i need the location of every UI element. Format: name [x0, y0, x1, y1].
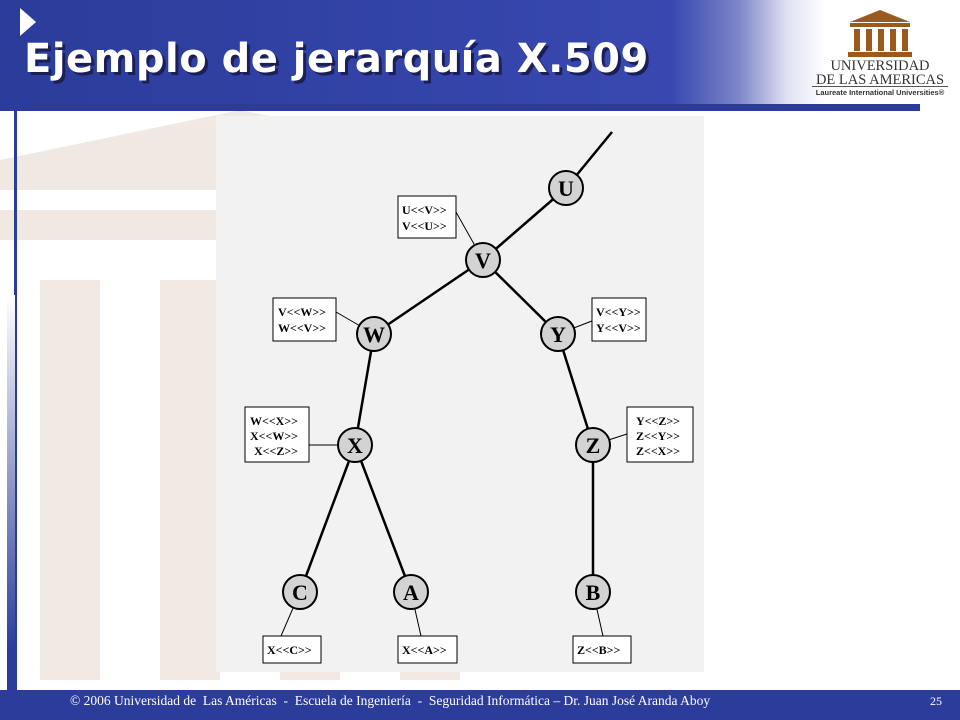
- edge-v-w: [373, 258, 484, 336]
- node-label: V: [475, 248, 491, 273]
- node-v: V: [465, 242, 501, 278]
- node-a: A: [393, 574, 429, 610]
- university-logo: UNIVERSIDAD DE LAS AMERICAS Laureate Int…: [806, 8, 954, 98]
- cert-box-c: X<<C>>: [262, 635, 322, 664]
- edge-x-c: [298, 444, 357, 593]
- cert-box-y: V<<Y>> Y<<V>>: [591, 297, 647, 342]
- slide-title: Ejemplo de jerarquía X.509: [24, 36, 649, 82]
- cert-text: X<<W>>: [250, 429, 298, 443]
- cert-box-b: Z<<B>>: [572, 635, 632, 664]
- edge-y-z: [556, 333, 595, 446]
- header-divider: [0, 104, 920, 111]
- logo-line-3: Laureate International Universities®: [815, 88, 945, 97]
- page-number: 25: [930, 694, 942, 708]
- cert-text: X<<Z>>: [254, 444, 298, 458]
- node-label: Z: [586, 433, 601, 458]
- node-u: U: [548, 170, 584, 206]
- node-label: W: [363, 322, 385, 347]
- logo-divider: [812, 86, 948, 87]
- node-z: Z: [575, 427, 611, 463]
- logo-line-1: UNIVERSIDAD: [830, 58, 930, 74]
- node-w: W: [356, 316, 392, 352]
- cert-text: W<<V>>: [278, 321, 326, 335]
- cert-box-x: W<<X>> X<<W>> X<<Z>>: [244, 406, 310, 463]
- slide-footer: [0, 690, 960, 720]
- cert-box-w: V<<W>> W<<V>>: [272, 297, 337, 342]
- edge-u-v: [482, 187, 567, 261]
- node-label: X: [347, 433, 363, 458]
- logo-line-2: DE LAS AMERICAS: [815, 72, 945, 88]
- cert-text: V<<U>>: [402, 219, 447, 233]
- cert-box-a: X<<A>>: [397, 635, 458, 664]
- node-x: X: [337, 427, 373, 463]
- edge-x-a: [353, 444, 413, 593]
- play-arrow-icon: [20, 8, 36, 36]
- left-accent-bar: [7, 295, 15, 690]
- node-label: Y: [550, 322, 566, 347]
- node-c: C: [282, 574, 318, 610]
- cert-text: Z<<Y>>: [636, 429, 680, 443]
- node-b: B: [575, 574, 611, 610]
- left-accent-line: [14, 100, 17, 690]
- cert-box-v: U<<V>> V<<U>>: [397, 195, 457, 239]
- cert-text: Y<<Z>>: [636, 414, 680, 428]
- node-label: C: [292, 580, 308, 605]
- edge-w-x: [353, 333, 376, 446]
- node-label: U: [558, 176, 574, 201]
- hierarchy-tree: U<<V>> V<<U>> V<<W>> W<<V>> V<<Y>> Y<<V>…: [244, 131, 694, 664]
- cert-text: V<<Y>>: [596, 305, 641, 319]
- cert-text: V<<W>>: [278, 305, 326, 319]
- x509-hierarchy-diagram: U<<V>> V<<U>> V<<W>> W<<V>> V<<Y>> Y<<V>…: [216, 116, 704, 672]
- footer-text: © 2006 Universidad de Las Américas - Esc…: [70, 693, 711, 708]
- cert-text: Y<<V>>: [596, 321, 641, 335]
- building-icon: [848, 10, 912, 57]
- cert-text: U<<V>>: [402, 203, 447, 217]
- cert-text: X<<C>>: [267, 643, 312, 657]
- cert-text: X<<A>>: [402, 643, 447, 657]
- node-label: A: [403, 580, 419, 605]
- node-label: B: [586, 580, 601, 605]
- cert-text: W<<X>>: [250, 414, 298, 428]
- node-y: Y: [540, 316, 576, 352]
- slide-header: Ejemplo de jerarquía X.509: [0, 0, 960, 105]
- cert-box-z: Y<<Z>> Z<<Y>> Z<<X>>: [626, 406, 694, 463]
- cert-text: Z<<B>>: [577, 643, 621, 657]
- cert-text: Z<<X>>: [636, 444, 680, 458]
